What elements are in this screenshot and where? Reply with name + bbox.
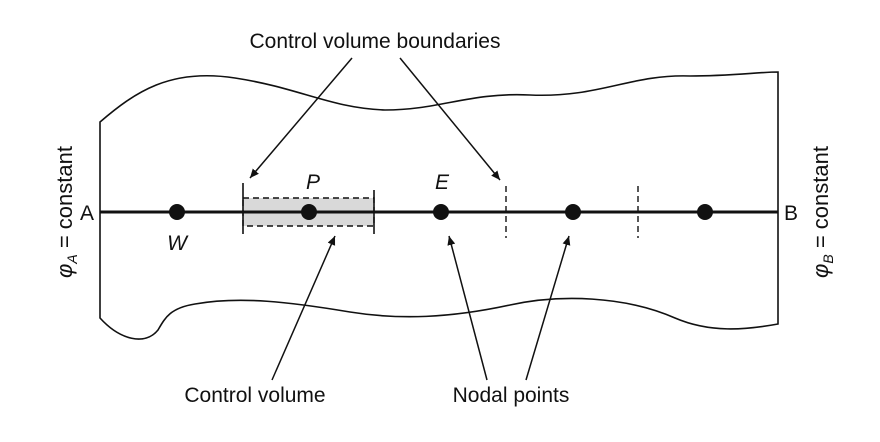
node-e [433, 204, 449, 220]
right-boundary-condition: φB = constant [808, 146, 836, 278]
node-p [301, 204, 317, 220]
control-volume-label: Control volume [184, 384, 325, 407]
node-label-e: E [435, 171, 450, 194]
node-w [169, 204, 185, 220]
end-label-b: B [784, 202, 798, 225]
left-boundary-condition: φA = constant [52, 146, 80, 278]
end-label-a: A [80, 202, 94, 225]
node-4 [565, 204, 581, 220]
node-5 [697, 204, 713, 220]
node-label-w: W [167, 232, 189, 255]
nodal-points-label: Nodal points [453, 384, 570, 407]
node-label-p: P [306, 171, 320, 194]
boundary-arrow-right [399, 57, 501, 181]
nodal-arrow-right [525, 235, 571, 381]
control-volume-arrow [271, 235, 336, 381]
boundaries-label: Control volume boundaries [250, 30, 501, 53]
domain-outline [99, 71, 779, 340]
nodal-arrow-left [447, 235, 488, 381]
boundary-arrow-left [249, 57, 353, 179]
